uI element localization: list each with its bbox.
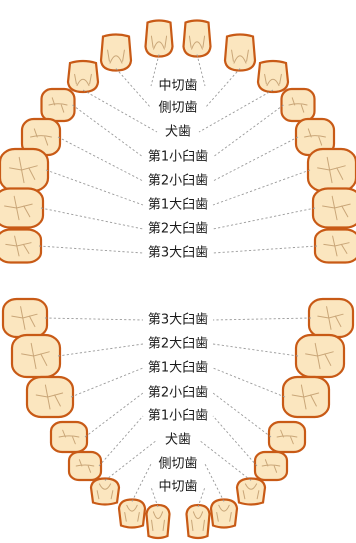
upper-leader-right-2 [198,89,274,133]
lower-label-lateral-incisor: 側切歯 [158,457,197,472]
lower-leader-left-0 [44,317,144,321]
lower-leader-right-6 [204,463,225,502]
upper-leader-right-4 [212,136,299,182]
lower-label-second-premolar: 第2小臼歯 [148,386,208,401]
lower-arch-leader-lines [44,317,312,508]
upper-leader-right-0 [196,54,206,87]
upper-label-central-incisor: 中切歯 [158,79,197,94]
upper-leader-left-1 [115,68,152,109]
lower-label-second-molar: 第2大臼歯 [148,337,208,352]
upper-right-third-molar-tooth [313,228,356,264]
lower-leader-left-5 [104,439,158,481]
upper-right-second-premolar-tooth [294,117,336,157]
upper-right-central-incisor-tooth [182,19,212,58]
upper-right-first-molar-tooth [306,147,356,193]
upper-leader-left-6 [40,207,144,230]
upper-left-first-molar-tooth [0,147,50,193]
upper-right-canine-tooth [256,59,290,94]
lower-leader-right-2 [212,367,286,398]
lower-right-third-molar-tooth [307,297,355,339]
upper-leader-left-0 [150,54,160,87]
lower-right-second-molar-tooth [294,333,346,379]
lower-label-central-incisor: 中切歯 [158,480,197,495]
lower-leader-left-1 [57,343,144,357]
upper-arch-teeth [0,19,356,264]
upper-leader-right-6 [212,207,316,230]
upper-left-third-molar-tooth [0,228,43,264]
lower-leader-left-7 [150,486,159,508]
lower-label-canine: 犬歯 [165,433,191,448]
upper-leader-left-5 [45,169,144,206]
upper-label-first-premolar: 第1小臼歯 [148,150,208,165]
lower-left-lateral-incisor-tooth [117,498,147,529]
upper-leader-right-5 [212,169,311,206]
upper-leader-right-1 [204,68,241,109]
upper-label-lateral-incisor: 側切歯 [158,101,197,116]
upper-right-second-molar-tooth [311,187,356,229]
lower-leader-left-4 [98,415,144,467]
lower-leader-left-6 [131,463,152,502]
upper-left-canine-tooth [66,59,100,94]
lower-right-central-incisor-tooth [185,503,211,540]
lower-left-first-premolar-tooth [67,450,103,482]
lower-arch-teeth [1,297,355,540]
lower-left-second-premolar-tooth [49,420,89,454]
lower-leader-right-3 [212,392,272,438]
lower-left-canine-tooth [89,477,121,506]
lower-right-canine-tooth [235,477,267,506]
upper-label-second-premolar: 第2小臼歯 [148,174,208,189]
upper-leader-left-4 [57,136,144,182]
lower-label-third-molar: 第3大臼歯 [148,313,208,328]
upper-left-first-premolar-tooth [40,87,76,123]
upper-label-third-molar: 第3大臼歯 [148,246,208,261]
lower-leader-right-4 [212,415,258,467]
lower-left-first-molar-tooth [25,375,75,419]
lower-left-second-molar-tooth [10,333,62,379]
upper-label-second-molar: 第2大臼歯 [148,222,208,237]
lower-right-lateral-incisor-tooth [209,498,239,529]
upper-arch-leader-lines [38,54,318,254]
upper-leader-right-7 [212,245,318,254]
lower-leader-left-3 [84,392,144,438]
lower-arch-labels: 第3大臼歯 第2大臼歯 第1大臼歯 第2小臼歯 第1小臼歯 犬歯 側切歯 中切歯 [148,313,208,495]
upper-left-lateral-incisor-tooth [99,33,133,72]
lower-leader-right-7 [197,486,206,508]
lower-right-first-premolar-tooth [253,450,289,482]
lower-right-first-molar-tooth [281,375,331,419]
lower-left-third-molar-tooth [1,297,49,339]
upper-right-lateral-incisor-tooth [223,33,257,72]
upper-leader-right-3 [212,104,284,158]
lower-leader-right-5 [198,439,252,481]
lower-leader-right-1 [212,343,299,357]
upper-label-first-molar: 第1大臼歯 [148,198,208,213]
upper-right-first-premolar-tooth [280,87,316,123]
lower-label-first-molar: 第1大臼歯 [148,361,208,376]
lower-leader-right-0 [212,317,312,321]
lower-right-second-premolar-tooth [267,420,307,454]
upper-leader-left-2 [82,89,158,133]
upper-leader-left-7 [38,245,144,254]
upper-leader-left-3 [72,104,144,158]
upper-left-second-molar-tooth [0,187,45,229]
lower-leader-left-2 [70,367,144,398]
lower-label-first-premolar: 第1小臼歯 [148,409,208,424]
upper-label-canine: 犬歯 [165,125,191,140]
upper-left-central-incisor-tooth [144,19,174,58]
upper-arch-labels: 中切歯 側切歯 犬歯 第1小臼歯 第2小臼歯 第1大臼歯 第2大臼歯 第3大臼歯 [148,79,208,261]
lower-left-central-incisor-tooth [145,503,171,540]
